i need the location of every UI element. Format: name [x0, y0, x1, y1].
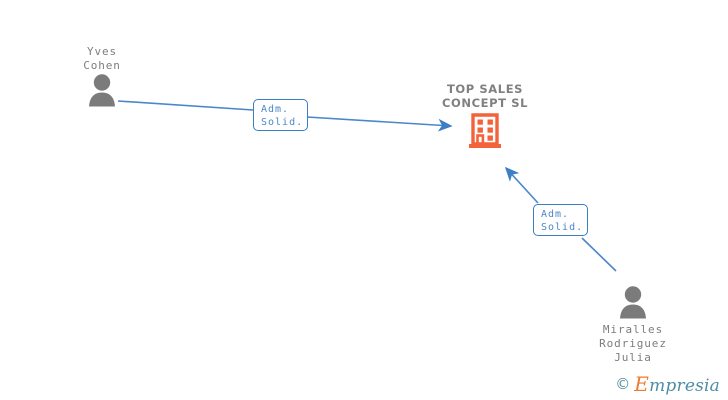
node-person-miralles-rodriguez-julia[interactable]: Miralles Rodriguez Julia: [558, 285, 708, 365]
person-icon: [89, 74, 115, 107]
watermark-empresia: © Empresia: [615, 372, 720, 396]
watermark-brand-initial: E: [634, 372, 650, 396]
person-name-label: Yves Cohen: [83, 45, 121, 72]
edge-label-adm-solid-right[interactable]: Adm. Solid.: [533, 204, 588, 236]
edge-label-adm-solid-left[interactable]: Adm. Solid.: [253, 99, 308, 131]
watermark-brand: Empresia: [634, 372, 720, 396]
node-person-yves-cohen[interactable]: Yves Cohen: [27, 45, 177, 107]
edge-line-miralles-upper: [504, 166, 539, 204]
company-building-icon: [469, 113, 501, 148]
copyright-icon: ©: [615, 375, 631, 393]
person-name-label: Miralles Rodriguez Julia: [599, 323, 667, 364]
watermark-brand-rest: mpresia: [649, 376, 720, 396]
edge-line-miralles-lower: [581, 237, 617, 272]
node-company-top-sales-concept-sl[interactable]: TOP SALES CONCEPT SL: [400, 82, 570, 151]
person-icon: [620, 286, 646, 319]
company-name-label: TOP SALES CONCEPT SL: [441, 82, 529, 110]
